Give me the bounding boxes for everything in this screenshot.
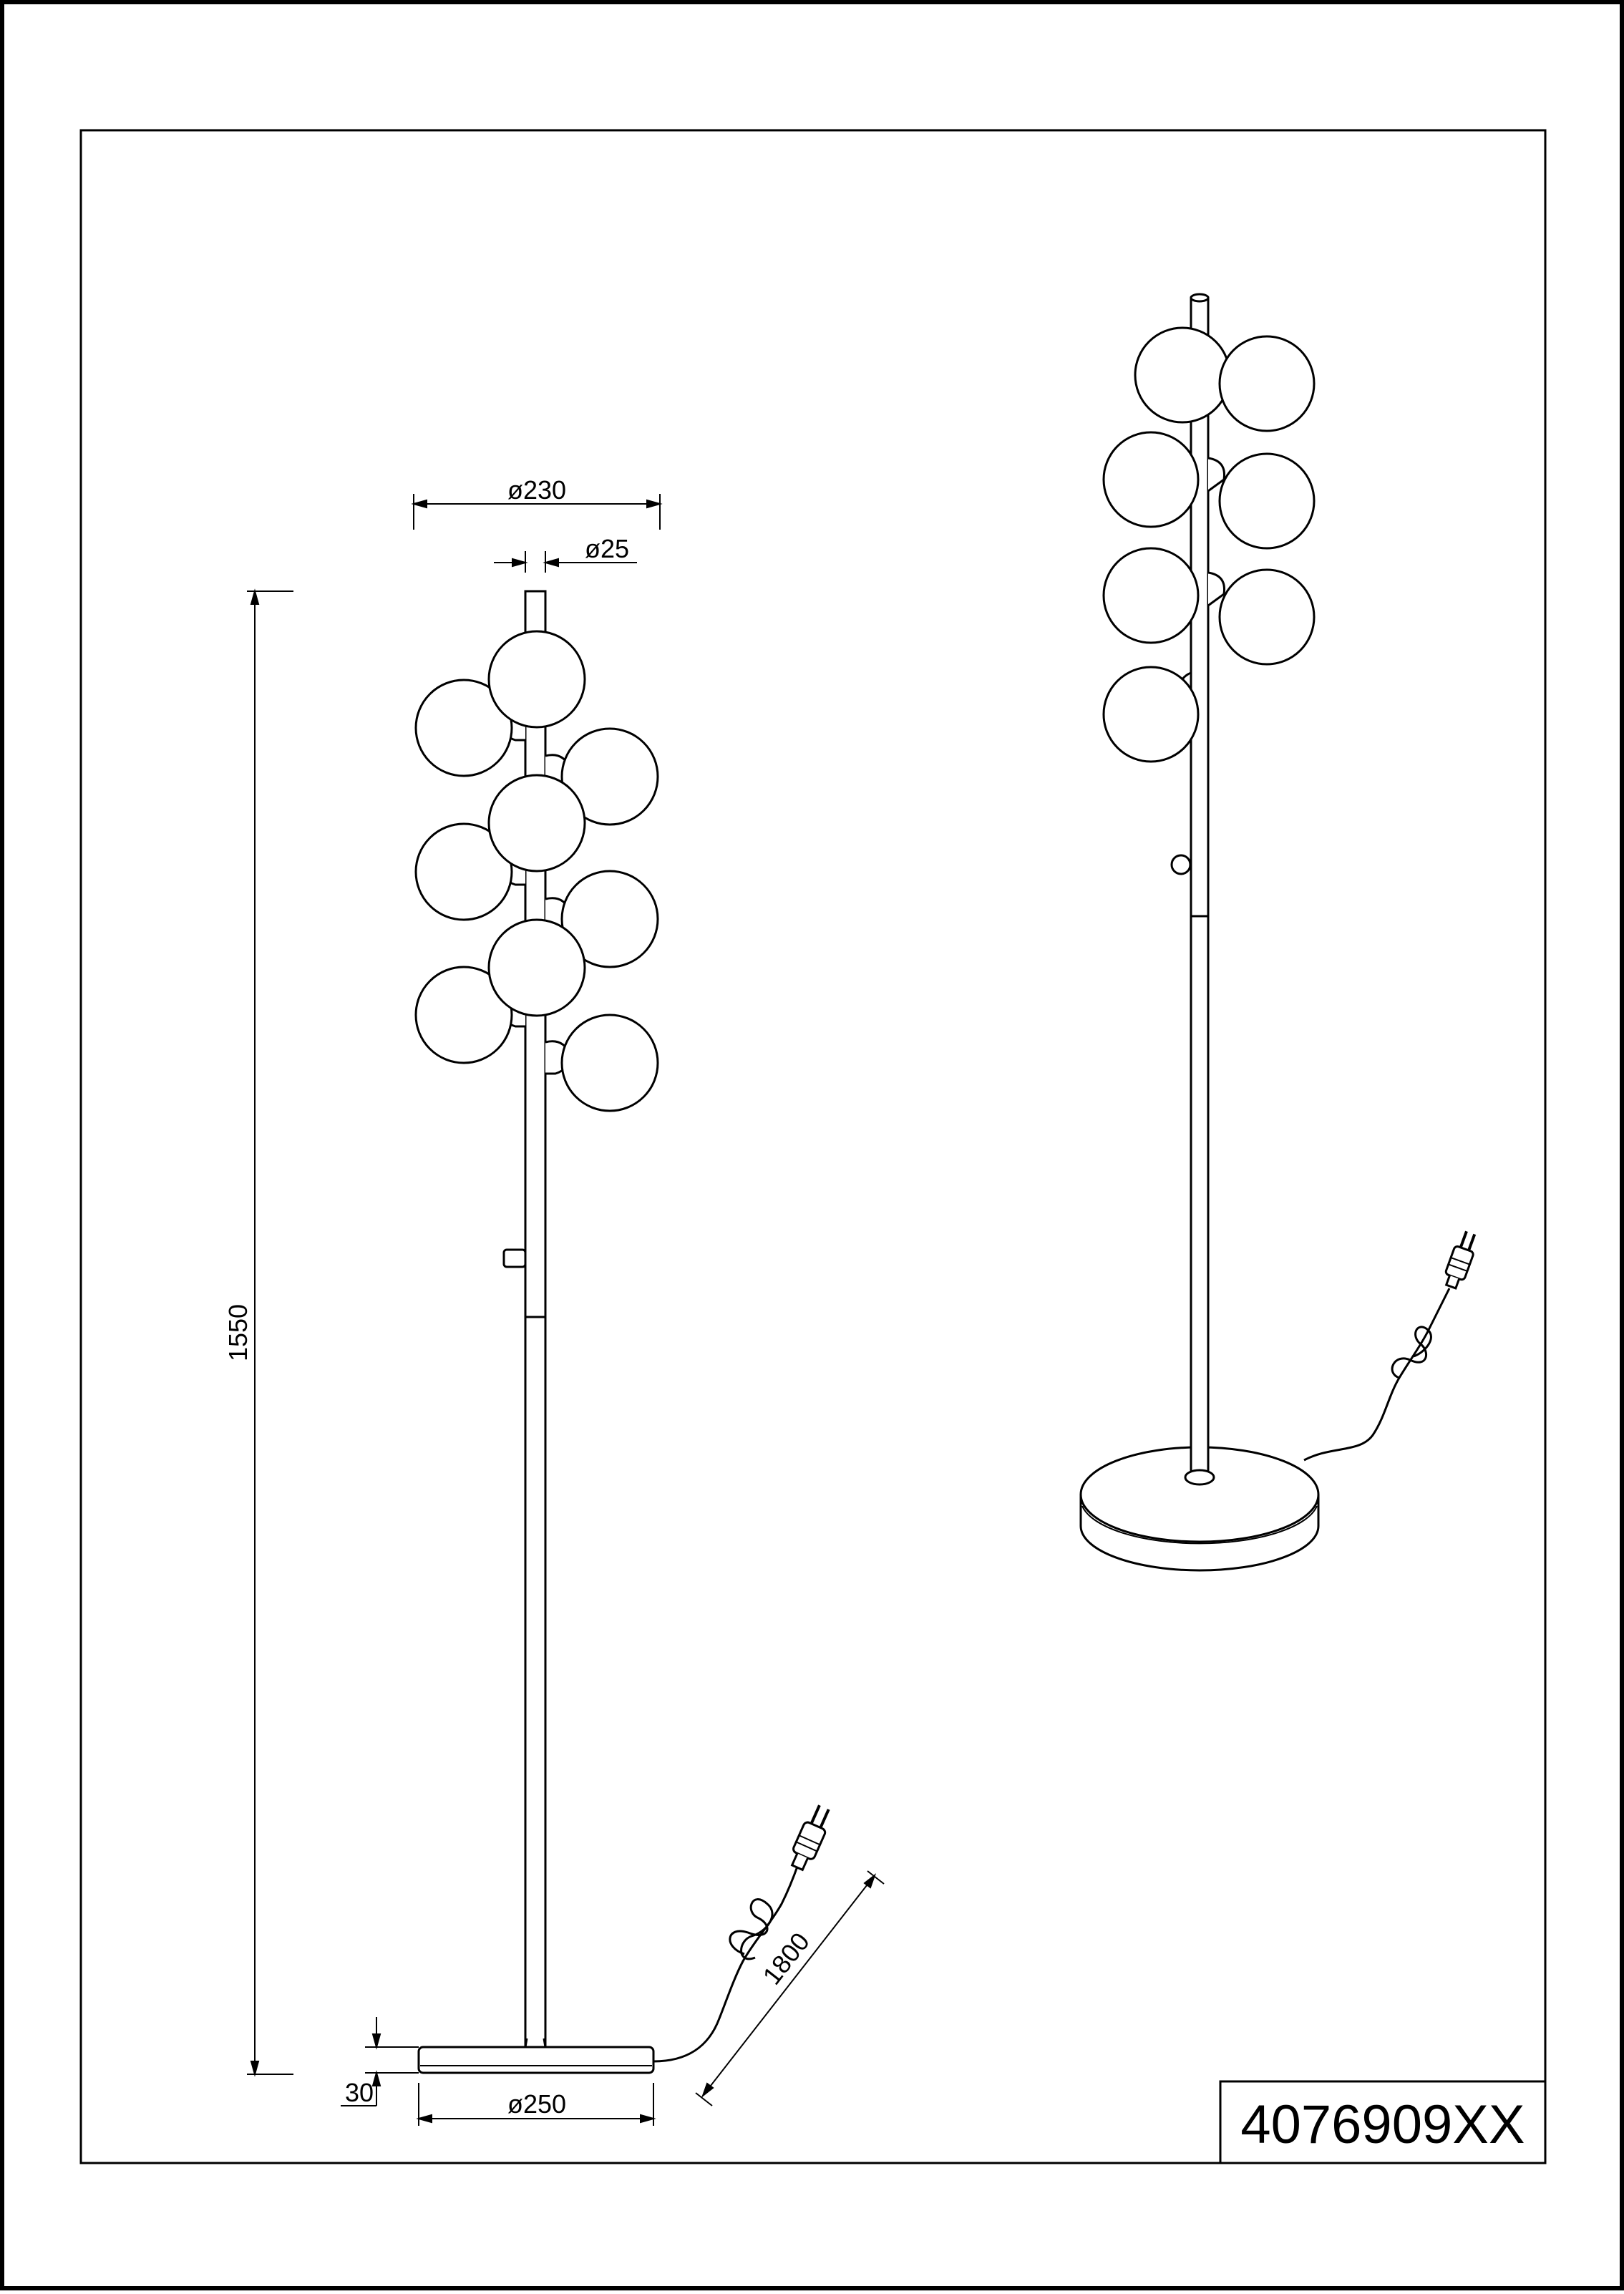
front-globe: [487, 630, 586, 729]
front-globe: [560, 870, 659, 968]
perspective-pole-foot: [1184, 1469, 1215, 1486]
perspective-view: [1079, 293, 1477, 1572]
front-cable: [653, 1864, 799, 2063]
front-globe: [560, 1014, 659, 1112]
dim-height: 1550: [223, 1304, 253, 1361]
front-pole-bottom: [524, 1316, 547, 2047]
perspective-globe: [1218, 568, 1316, 666]
dim-base-diameter: ø250: [507, 2089, 566, 2119]
dim-cable-length: 1800: [757, 1927, 815, 1990]
perspective-cable-knot: [1391, 1326, 1432, 1379]
perspective-pole-lower: [1190, 915, 1210, 1482]
front-globe: [487, 918, 586, 1017]
front-view: [414, 590, 830, 2074]
front-switch: [502, 1248, 527, 1268]
front-base: [417, 2046, 655, 2074]
front-cable-knot: [729, 1898, 774, 1960]
front-globe: [414, 822, 513, 921]
dim-base-height: 30: [345, 2078, 374, 2107]
model-number: 4076909XX: [1240, 2094, 1525, 2155]
perspective-base-bevel: [1081, 1505, 1318, 1545]
perspective-globe: [1134, 326, 1231, 424]
perspective-globe: [1218, 335, 1316, 432]
dimension-lines: [247, 494, 885, 2126]
perspective-globe: [1102, 666, 1200, 763]
perspective-globe: [1102, 547, 1200, 644]
front-globe: [414, 679, 513, 777]
front-globe: [414, 966, 513, 1064]
inner-frame: [79, 129, 1547, 2164]
dim-pole-diameter: ø25: [585, 534, 629, 563]
title-block: [1219, 2080, 1547, 2164]
perspective-plug-icon: [1444, 1230, 1477, 1290]
front-globe: [487, 774, 586, 873]
dim-overall-diameter: ø230: [507, 475, 566, 505]
perspective-cable: [1303, 1288, 1451, 1462]
front-globe: [560, 727, 659, 826]
perspective-globe: [1218, 452, 1316, 550]
front-plug-icon: [790, 1804, 830, 1872]
perspective-socket: [1207, 571, 1226, 607]
perspective-globe: [1102, 431, 1200, 528]
perspective-pole-cap: [1190, 293, 1210, 303]
front-base-collar: [524, 2038, 547, 2048]
perspective-switch: [1170, 854, 1192, 875]
